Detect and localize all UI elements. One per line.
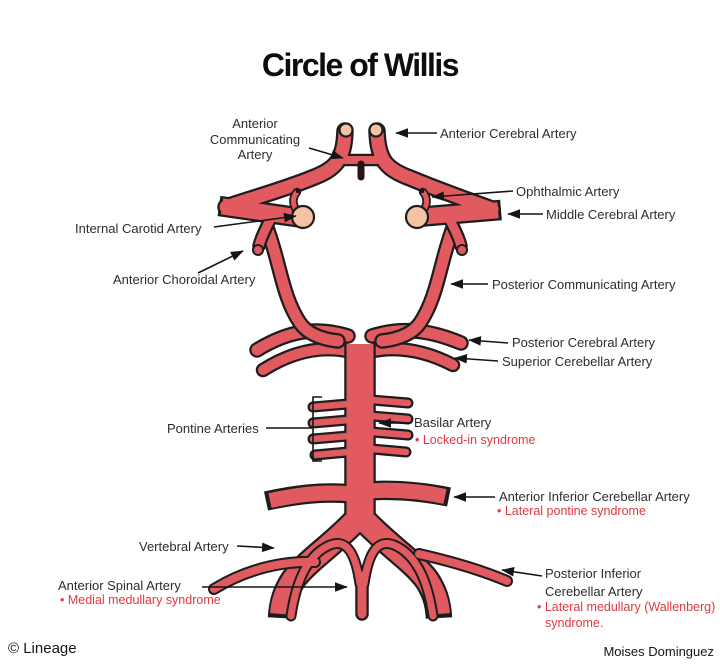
anterior-spinal-and-pica-shape — [208, 538, 513, 622]
label-anterior-cerebral-artery: Anterior Cerebral Artery — [440, 126, 577, 141]
label-line: Cerebellar Artery — [545, 583, 643, 599]
syndrome-line: • Lateral medullary (Wallenberg) — [537, 600, 716, 614]
arrow-sca — [454, 354, 499, 364]
label-anterior-inferior-cerebellar-artery: Anterior Inferior Cerebellar Artery — [499, 489, 690, 504]
label-pontine-arteries: Pontine Arteries — [167, 421, 259, 436]
arrow-pica — [501, 567, 543, 577]
label-line: Anterior — [232, 116, 278, 131]
syndrome-lateral-pontine: • Lateral pontine syndrome — [497, 504, 646, 518]
label-anterior-choroidal-artery: Anterior Choroidal Artery — [113, 272, 256, 287]
anterior-choroidal-shape — [252, 244, 264, 256]
page-title: Circle of Willis — [261, 47, 460, 84]
label-posterior-communicating-artery: Posterior Communicating Artery — [492, 277, 676, 292]
label-middle-cerebral-artery: Middle Cerebral Artery — [546, 207, 676, 222]
label-vertebral-artery: Vertebral Artery — [139, 539, 229, 554]
arrow-vertebral — [236, 542, 275, 553]
label-line: Posterior Inferior — [545, 566, 642, 581]
basilar-tree-shape — [259, 220, 461, 620]
credit-author: Moises Dominguez — [603, 644, 714, 659]
arrow-acom — [308, 147, 344, 160]
credit-lineage: © Lineage — [8, 640, 77, 657]
syndrome-lateral-medullary: • Lateral medullary (Wallenberg) syndrom… — [537, 600, 715, 631]
internal-carotid-cut-end-left — [290, 204, 316, 230]
label-superior-cerebellar-artery: Superior Cerebellar Artery — [502, 354, 653, 369]
superior-cerebellar-artery-shape — [255, 341, 461, 378]
arrow-anterior-choroidal — [197, 250, 244, 274]
arrow-pca — [468, 336, 509, 346]
label-line: Artery — [237, 147, 273, 162]
arrow-ica — [213, 212, 297, 228]
label-anterior-communicating-artery: Anterior Communicating Artery — [186, 116, 324, 163]
label-internal-carotid-artery: Internal Carotid Artery — [75, 221, 202, 236]
label-ophthalmic-artery: Ophthalmic Artery — [516, 184, 620, 199]
internal-carotid-cut-end-right — [404, 204, 430, 230]
label-arrows — [197, 128, 543, 592]
arrow-ophthalmic — [431, 190, 514, 201]
pontine-bracket — [312, 396, 322, 462]
label-anterior-spinal-artery: Anterior Spinal Artery — [58, 578, 181, 593]
label-line: Communicating — [209, 131, 301, 147]
ophthalmic-artery-shape — [289, 187, 431, 217]
label-basilar-artery: Basilar Artery — [414, 415, 492, 430]
syndrome-locked-in: • Locked-in syndrome — [415, 433, 536, 447]
label-posterior-cerebral-artery: Posterior Cerebral Artery — [512, 335, 656, 350]
anterior-circulation-shape — [217, 122, 502, 256]
syndrome-medial-medullary: • Medial medullary syndrome — [60, 593, 221, 607]
syndrome-line: syndrome. — [545, 615, 604, 630]
anterior-choroidal-shape-right — [456, 244, 468, 256]
label-posterior-inferior-cerebellar-artery: Posterior Inferior Cerebellar Artery — [545, 565, 643, 600]
